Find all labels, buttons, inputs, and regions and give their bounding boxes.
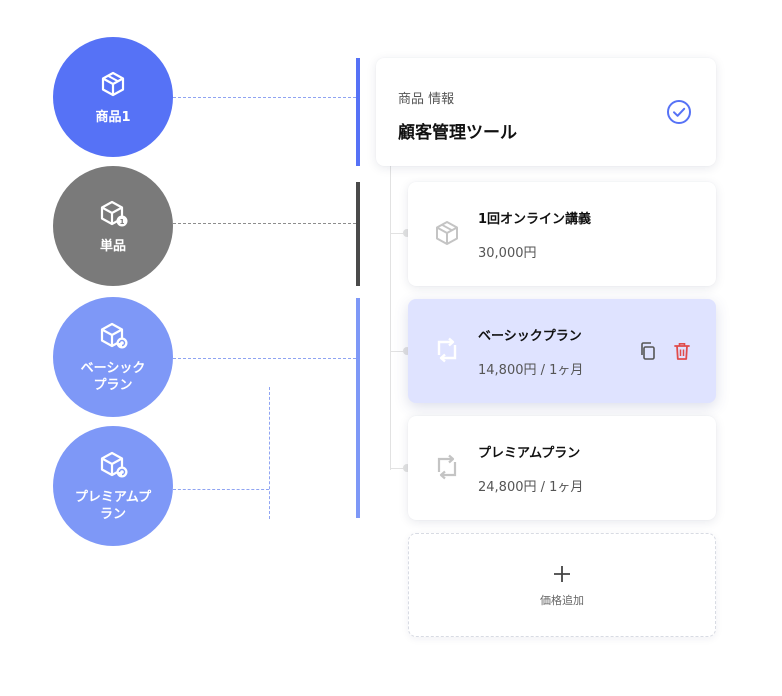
price-title: プレミアムプラン xyxy=(478,446,581,461)
node-single[interactable]: 1 単品 xyxy=(53,166,173,286)
tree-line xyxy=(390,351,408,352)
repeat-icon xyxy=(437,454,457,480)
tree-dot xyxy=(403,464,411,472)
connector-line xyxy=(173,223,356,224)
tree-line xyxy=(390,166,391,470)
accent-bar xyxy=(356,298,360,518)
node-product[interactable]: 商品1 xyxy=(53,37,173,157)
tree-line xyxy=(390,468,408,469)
box-single-icon: 1 xyxy=(100,200,128,226)
box-icon xyxy=(101,71,125,96)
price-amount: 30,000円 xyxy=(478,246,537,261)
accent-bar xyxy=(356,182,360,286)
node-label: 単品 xyxy=(99,238,126,254)
price-card[interactable]: 1回オンライン講義 30,000円 xyxy=(408,182,716,286)
add-price-button[interactable]: 価格追加 xyxy=(408,533,716,637)
copy-icon[interactable] xyxy=(638,341,658,361)
node-label: 商品1 xyxy=(95,109,131,125)
trash-icon[interactable] xyxy=(672,341,692,361)
connector-line xyxy=(269,387,270,519)
price-amount: 14,800円 / 1ヶ月 xyxy=(478,363,584,378)
repeat-icon xyxy=(437,337,457,363)
price-card-active[interactable]: ベーシックプラン 14,800円 / 1ヶ月 xyxy=(408,299,716,403)
section-label: 商品 情報 xyxy=(398,92,455,107)
node-label: ベーシック プラン xyxy=(80,361,146,393)
product-info-card[interactable]: 商品 情報 顧客管理ツール xyxy=(376,58,716,166)
box-icon xyxy=(436,221,458,245)
node-label: プレミアムプ ラン xyxy=(74,490,152,522)
product-name: 顧客管理ツール xyxy=(398,123,517,143)
tree-line xyxy=(390,233,408,234)
box-recurring-icon xyxy=(100,451,128,478)
tree-dot xyxy=(403,229,411,237)
box-recurring-icon xyxy=(100,322,128,349)
plus-icon xyxy=(554,566,570,582)
svg-text:1: 1 xyxy=(120,218,125,226)
connector-line xyxy=(173,489,269,490)
node-premium-plan[interactable]: プレミアムプ ラン xyxy=(53,426,173,546)
node-basic-plan[interactable]: ベーシック プラン xyxy=(53,297,173,417)
check-circle-icon[interactable] xyxy=(666,99,692,125)
price-amount: 24,800円 / 1ヶ月 xyxy=(478,480,584,495)
connector-line xyxy=(173,358,356,359)
price-card[interactable]: プレミアムプラン 24,800円 / 1ヶ月 xyxy=(408,416,716,520)
accent-bar xyxy=(356,58,360,166)
price-title: ベーシックプラン xyxy=(478,329,582,344)
price-title: 1回オンライン講義 xyxy=(478,212,592,227)
connector-line xyxy=(173,97,356,98)
add-price-label: 価格追加 xyxy=(540,594,584,607)
tree-dot xyxy=(403,347,411,355)
